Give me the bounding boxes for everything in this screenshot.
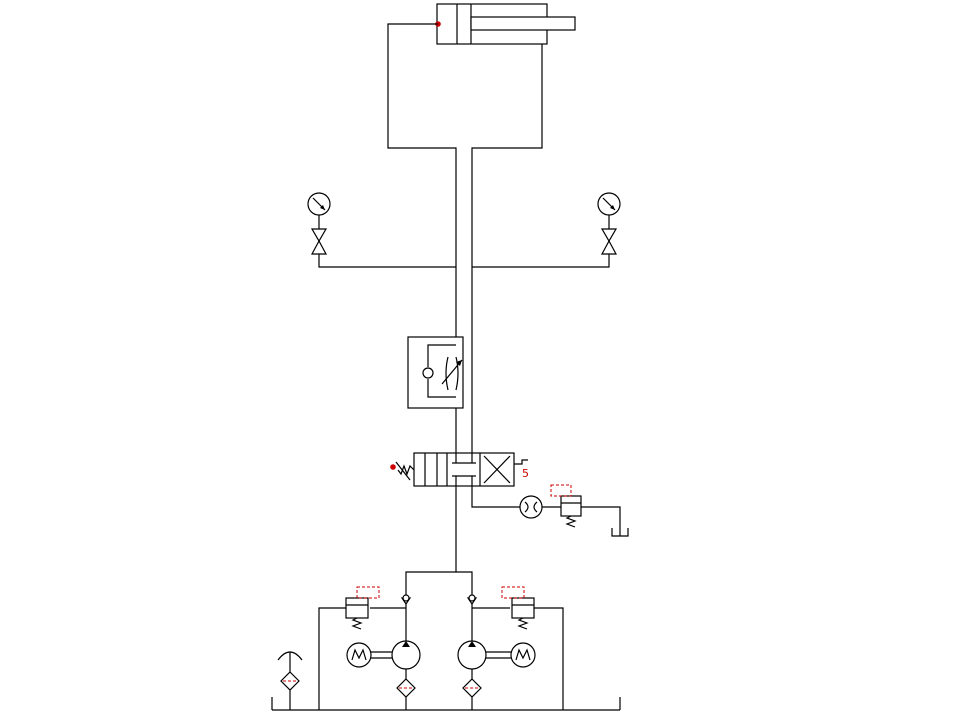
gauge-branch-left: [318, 215, 456, 268]
suction-filter-right[interactable]: [462, 678, 482, 698]
suction-filter-left[interactable]: [396, 678, 416, 698]
stop-valve-left[interactable]: [310, 228, 328, 255]
reservoir: [271, 697, 621, 711]
relief-valve-left[interactable]: [345, 586, 380, 630]
pressure-gauge-left[interactable]: [307, 192, 331, 216]
gauge-branch-right: [472, 215, 610, 268]
check-valve-right[interactable]: [466, 594, 478, 606]
pump-manifold: [405, 571, 473, 598]
one-way-flow-control-valve[interactable]: [407, 336, 464, 409]
four-way-three-position-valve[interactable]: 5: [390, 452, 529, 487]
check-valve-left[interactable]: [400, 594, 412, 606]
electric-motor-left[interactable]: [346, 642, 372, 668]
tank[interactable]: [611, 528, 629, 537]
valve-operator-dot: [390, 464, 396, 470]
hydraulic-pump-left[interactable]: [391, 640, 421, 670]
flow-restrictor[interactable]: [519, 495, 543, 519]
cooler[interactable]: [277, 651, 303, 710]
stop-valve-right[interactable]: [600, 228, 618, 255]
valve-number-label: 5: [522, 467, 529, 480]
return-line: [471, 486, 520, 508]
double-acting-cylinder[interactable]: [435, 3, 576, 45]
back-pressure-relief-valve[interactable]: [550, 484, 582, 528]
cylinder-lines: [387, 23, 543, 460]
shaft-left: [371, 651, 392, 659]
pressure-gauge-right[interactable]: [597, 192, 621, 216]
relief-valve-right[interactable]: [501, 586, 535, 630]
relief-left-drain: [318, 607, 346, 710]
electric-motor-right[interactable]: [510, 642, 536, 668]
relief-right-drain: [534, 607, 564, 710]
hydraulic-pump-right[interactable]: [457, 640, 487, 670]
shaft-right: [486, 651, 511, 659]
tank-line: [581, 506, 621, 536]
